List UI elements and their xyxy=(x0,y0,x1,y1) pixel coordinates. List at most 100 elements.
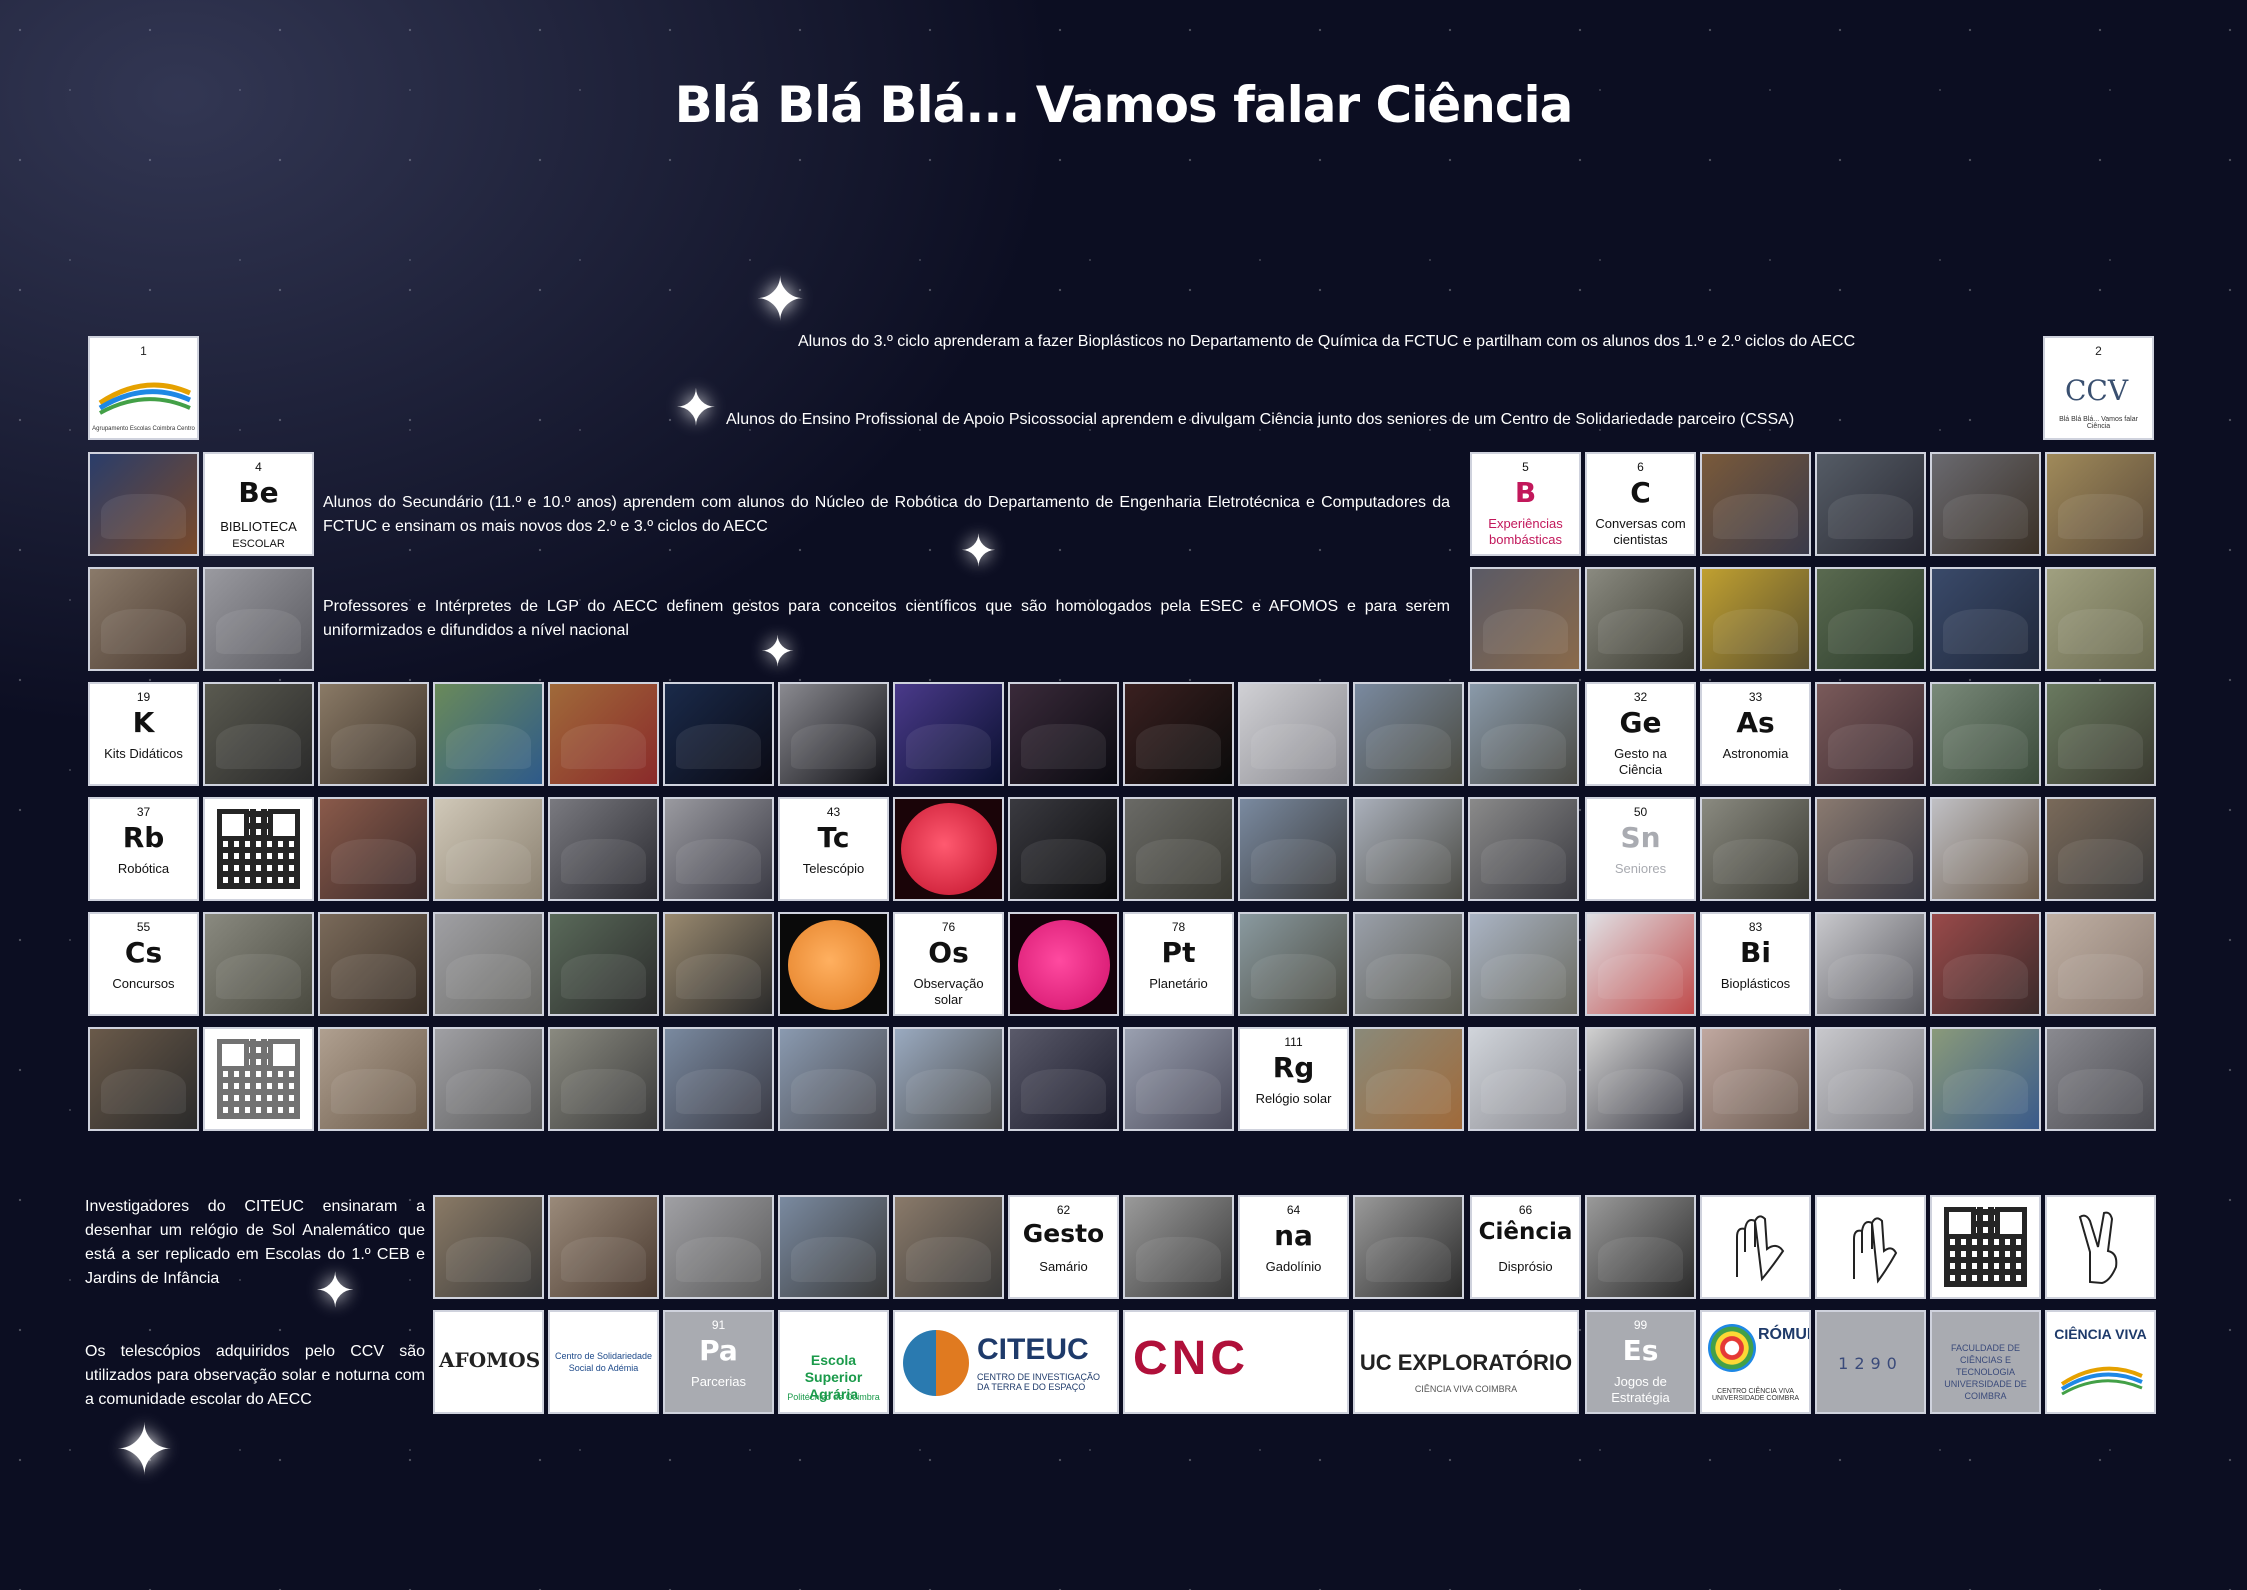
photo-tile[interactable] xyxy=(1700,1027,1811,1131)
photo-tile[interactable] xyxy=(663,797,774,901)
photo-tile[interactable] xyxy=(433,1027,544,1131)
ciencia-viva-logo[interactable]: CIÊNCIA VIVA xyxy=(2045,1310,2156,1414)
photo-tile[interactable] xyxy=(2045,912,2156,1016)
photo-tile[interactable] xyxy=(548,682,659,786)
photo-tile[interactable] xyxy=(1815,567,1926,671)
element-tile-5[interactable]: 5 B Experiências bombásticas xyxy=(1470,452,1581,556)
photo-tile[interactable] xyxy=(1353,1027,1464,1131)
photo-tile[interactable] xyxy=(2045,452,2156,556)
element-tile-50[interactable]: 50 Sn Seniores xyxy=(1585,797,1696,901)
element-tile-76[interactable]: 76 Os Observação solar xyxy=(893,912,1004,1016)
esac-logo[interactable]: Escola Superior Agrária Politécnico de C… xyxy=(778,1310,889,1414)
photo-tile[interactable] xyxy=(1123,1027,1234,1131)
photo-tile[interactable] xyxy=(663,1195,774,1299)
photo-tile[interactable] xyxy=(88,452,199,556)
photo-tile[interactable] xyxy=(433,912,544,1016)
photo-tile[interactable] xyxy=(778,1027,889,1131)
sun-photo-tile[interactable] xyxy=(778,912,889,1016)
element-tile-1[interactable]: 1 Agrupamento Escolas Coimbra Centro xyxy=(88,336,199,440)
photo-tile[interactable] xyxy=(1585,1027,1696,1131)
photo-tile[interactable] xyxy=(1585,567,1696,671)
photo-tile[interactable] xyxy=(1930,567,2041,671)
photo-tile[interactable] xyxy=(2045,797,2156,901)
photo-tile[interactable] xyxy=(548,797,659,901)
photo-tile[interactable] xyxy=(1585,912,1696,1016)
element-tile-37[interactable]: 37 Rb Robótica xyxy=(88,797,199,901)
uc1290-logo[interactable]: 1290 xyxy=(1815,1310,1926,1414)
element-tile-2[interactable]: 2 CCV Blá Blá Blá... Vamos falar Ciência xyxy=(2043,336,2154,440)
photo-tile[interactable] xyxy=(663,912,774,1016)
qr-code-icon[interactable] xyxy=(203,797,314,901)
sun-photo-tile[interactable] xyxy=(893,797,1004,901)
photo-tile[interactable] xyxy=(1123,797,1234,901)
photo-tile[interactable] xyxy=(1353,682,1464,786)
citeuc-logo[interactable]: CITEUC CENTRO DE INVESTIGAÇÃO DA TERRA E… xyxy=(893,1310,1119,1414)
photo-tile[interactable] xyxy=(1700,567,1811,671)
photo-tile[interactable] xyxy=(548,1027,659,1131)
photo-tile[interactable] xyxy=(1468,797,1579,901)
element-tile-83[interactable]: 83 Bi Bioplásticos xyxy=(1700,912,1811,1016)
photo-tile[interactable] xyxy=(1008,682,1119,786)
element-tile-19[interactable]: 19 K Kits Didáticos xyxy=(88,682,199,786)
photo-tile[interactable] xyxy=(1815,682,1926,786)
photo-tile[interactable] xyxy=(893,682,1004,786)
element-tile-43[interactable]: 43 Tc Telescópio xyxy=(778,797,889,901)
photo-tile[interactable] xyxy=(88,1027,199,1131)
element-tile-111[interactable]: 111 Rg Relógio solar xyxy=(1238,1027,1349,1131)
element-tile-99[interactable]: 99 Es Jogos de Estratégia xyxy=(1585,1310,1696,1414)
element-tile-64[interactable]: 64 na Gadolínio xyxy=(1238,1195,1349,1299)
photo-tile[interactable] xyxy=(1238,912,1349,1016)
photo-tile[interactable] xyxy=(1468,682,1579,786)
photo-tile[interactable] xyxy=(1353,797,1464,901)
photo-tile[interactable] xyxy=(663,1027,774,1131)
photo-tile[interactable] xyxy=(1123,1195,1234,1299)
photo-tile[interactable] xyxy=(663,682,774,786)
qr-code-icon[interactable] xyxy=(1930,1195,2041,1299)
photo-tile[interactable] xyxy=(433,1195,544,1299)
photo-tile[interactable] xyxy=(1353,1195,1464,1299)
photo-tile[interactable] xyxy=(1815,1027,1926,1131)
cssa-logo[interactable]: Centro de Solidariedade Social do Adémia xyxy=(548,1310,659,1414)
romulo-logo[interactable]: RÓMULO CENTRO CIÊNCIA VIVA UNIVERSIDADE … xyxy=(1700,1310,1811,1414)
photo-tile[interactable] xyxy=(1585,1195,1696,1299)
fctuc-logo[interactable]: FACULDADE DE CIÊNCIAS E TECNOLOGIA UNIVE… xyxy=(1930,1310,2041,1414)
element-tile-4[interactable]: 4 Be BIBLIOTECA ESCOLAR xyxy=(203,452,314,556)
photo-tile[interactable] xyxy=(778,682,889,786)
element-tile-91[interactable]: 91 Pa Parcerias xyxy=(663,1310,774,1414)
photo-tile[interactable] xyxy=(1930,452,2041,556)
photo-tile[interactable] xyxy=(2045,682,2156,786)
element-tile-78[interactable]: 78 Pt Planetário xyxy=(1123,912,1234,1016)
photo-tile[interactable] xyxy=(1123,682,1234,786)
element-tile-62[interactable]: 62 Gesto Samário xyxy=(1008,1195,1119,1299)
photo-tile[interactable] xyxy=(1930,797,2041,901)
element-tile-6[interactable]: 6 C Conversas com cientistas xyxy=(1585,452,1696,556)
element-tile-55[interactable]: 55 Cs Concursos xyxy=(88,912,199,1016)
photo-tile[interactable] xyxy=(1008,797,1119,901)
photo-tile[interactable] xyxy=(318,912,429,1016)
photo-tile[interactable] xyxy=(548,912,659,1016)
photo-tile[interactable] xyxy=(433,682,544,786)
photo-tile[interactable] xyxy=(778,1195,889,1299)
photo-tile[interactable] xyxy=(1468,1027,1579,1131)
photo-tile[interactable] xyxy=(1815,797,1926,901)
photo-tile[interactable] xyxy=(1930,1027,2041,1131)
sun-photo-tile[interactable] xyxy=(1008,912,1119,1016)
photo-tile[interactable] xyxy=(2045,1027,2156,1131)
photo-tile[interactable] xyxy=(1008,1027,1119,1131)
photo-tile[interactable] xyxy=(1930,912,2041,1016)
photo-tile[interactable] xyxy=(893,1195,1004,1299)
photo-tile[interactable] xyxy=(203,912,314,1016)
photo-tile[interactable] xyxy=(318,682,429,786)
photo-tile[interactable] xyxy=(1815,912,1926,1016)
photo-tile[interactable] xyxy=(1470,567,1581,671)
cnc-logo[interactable]: CNC xyxy=(1123,1310,1349,1414)
element-tile-32[interactable]: 32 Ge Gesto na Ciência xyxy=(1585,682,1696,786)
photo-tile[interactable] xyxy=(1238,797,1349,901)
photo-tile[interactable] xyxy=(1238,682,1349,786)
photo-tile[interactable] xyxy=(548,1195,659,1299)
photo-tile[interactable] xyxy=(1700,452,1811,556)
photo-tile[interactable] xyxy=(88,567,199,671)
photo-tile[interactable] xyxy=(1930,682,2041,786)
photo-tile[interactable] xyxy=(1815,452,1926,556)
photo-tile[interactable] xyxy=(893,1027,1004,1131)
